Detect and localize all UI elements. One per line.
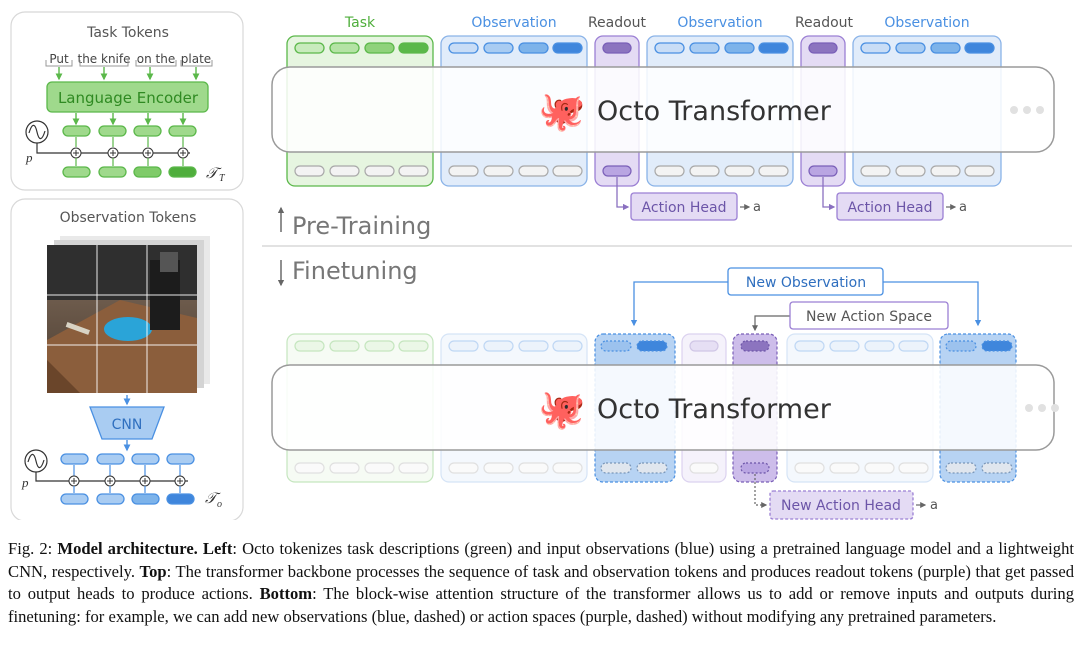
language-encoder-box (46, 81, 209, 113)
more-dots-icon (1025, 404, 1059, 412)
sine-icon (24, 449, 48, 473)
new-observation-callout: New Observation (630, 267, 982, 327)
tau-o-sub: o (217, 499, 222, 510)
caption-text-top: : The transformer backbone processes the… (8, 561, 1074, 604)
observation-tokens-panel: Observation Tokens CNN (10, 198, 244, 520)
top-input-tokens (294, 42, 995, 54)
top-action-heads: Action Head a Action Head a (616, 177, 967, 221)
bottom-transformer-block: 🐙 Octo Transformer (271, 364, 1059, 451)
phase-labels: Pre-Training Finetuning (262, 206, 1072, 287)
obs-panel-title: Observation Tokens (60, 210, 197, 226)
new-action-space-label: New Action Space (806, 309, 932, 325)
observation-image (47, 236, 210, 393)
task-word: on the (137, 52, 175, 66)
task-panel-title: Task Tokens (86, 25, 169, 41)
group-label-readout: Readout (588, 15, 647, 31)
tau-t-sub: T (219, 173, 226, 184)
cnn-box (89, 406, 165, 440)
bottom-transformer-label: Octo Transformer (597, 394, 832, 425)
task-words: Put the knife on the plate (45, 52, 213, 67)
group-label-task: Task (344, 15, 376, 31)
pretraining-label: Pre-Training (292, 212, 431, 240)
architecture-diagram: Task Tokens Put the knife on the plate L… (10, 11, 1072, 520)
caption-bold-top: Top (139, 561, 167, 581)
group-label-observation: Observation (884, 15, 969, 31)
caption-text-left: : Octo tokenizes task descriptions (gree… (8, 539, 1074, 581)
group-label-readout: Readout (795, 15, 854, 31)
cnn-label: CNN (112, 417, 143, 433)
top-transformer-block: 🐙 Octo Transformer (271, 66, 1055, 153)
more-dots-icon (1010, 106, 1044, 114)
action-head-label: Action Head (642, 200, 727, 216)
action-output: a (959, 200, 967, 215)
action-head-label: Action Head (848, 200, 933, 216)
top-group-labels: Task Observation Readout Observation Rea… (344, 15, 970, 31)
action-output: a (930, 498, 938, 513)
octopus-icon: 🐙 (538, 89, 585, 134)
finetuning-label: Finetuning (292, 257, 418, 285)
task-tokens-panel: Task Tokens Put the knife on the plate L… (10, 11, 244, 191)
group-label-observation: Observation (677, 15, 762, 31)
task-word: Put (49, 52, 69, 66)
top-transformer-label: Octo Transformer (597, 96, 832, 127)
caption-fig-number: Fig. 2: (8, 539, 53, 558)
new-action-head-label: New Action Head (781, 498, 901, 514)
octopus-icon: 🐙 (538, 387, 585, 432)
caption-bold-bottom: Bottom (259, 584, 313, 603)
new-action-head: New Action Head a (754, 474, 938, 520)
new-action-space-callout: New Action Space (752, 301, 949, 332)
group-label-observation: Observation (471, 15, 556, 31)
task-word: the knife (77, 52, 130, 66)
caption-bold-left: Model architecture. Left (57, 539, 233, 558)
figure-caption: Fig. 2: Model architecture. Left: Octo t… (8, 538, 1074, 628)
action-output: a (753, 200, 761, 215)
sine-icon (25, 120, 49, 144)
language-encoder-label: Language Encoder (58, 89, 199, 107)
caption-text-bottom: : The block-wise attention structure of … (8, 584, 1074, 626)
top-output-tokens (294, 165, 995, 177)
task-word: plate (181, 52, 211, 66)
p-label: p (21, 475, 29, 490)
p-label: p (25, 150, 33, 165)
new-observation-label: New Observation (746, 275, 866, 291)
